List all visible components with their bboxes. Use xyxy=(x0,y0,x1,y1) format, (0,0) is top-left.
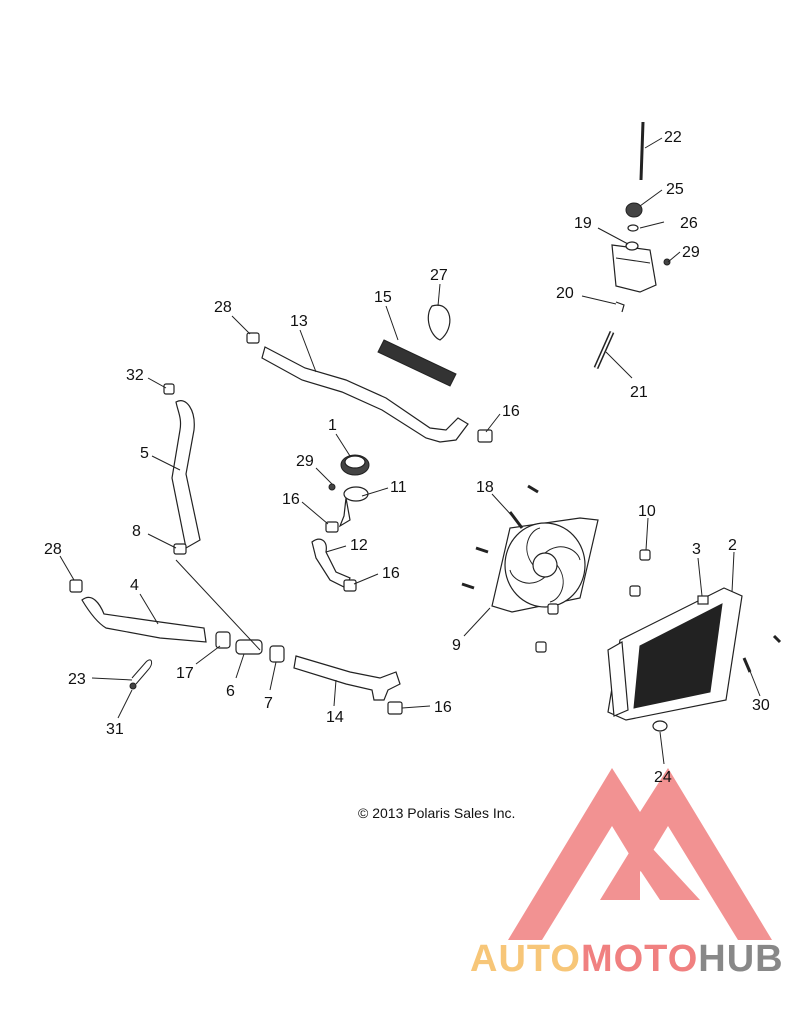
radiator-bolt xyxy=(772,634,782,644)
callout-26: 26 xyxy=(680,215,698,232)
callout-21: 21 xyxy=(630,384,648,401)
part-19-reservoir xyxy=(611,241,657,293)
part-9-fan xyxy=(491,517,599,613)
grommet-b xyxy=(547,603,559,615)
part-10-grommet xyxy=(639,549,651,561)
part-28-clamp xyxy=(246,332,260,344)
watermark-hub: HUB xyxy=(698,938,784,980)
callout-30: 30 xyxy=(752,697,770,714)
part-13-hose xyxy=(261,346,469,443)
callout-1: 1 xyxy=(328,417,337,434)
copyright-notice: © 2013 Polaris Sales Inc. xyxy=(358,805,516,821)
callout-29-mid: 29 xyxy=(296,453,314,470)
callout-15: 15 xyxy=(374,289,392,306)
grommet-c xyxy=(535,641,547,653)
callout-32: 32 xyxy=(126,367,144,384)
part-29-screw-mid xyxy=(328,483,336,491)
callout-27: 27 xyxy=(430,267,448,284)
callout-28-top: 28 xyxy=(214,299,232,316)
callout-5: 5 xyxy=(140,445,149,462)
part-16-clamp-bottom xyxy=(387,701,403,715)
part-1-pressure-cap xyxy=(340,454,370,476)
callout-31: 31 xyxy=(106,721,124,738)
part-8-clamp xyxy=(173,543,187,555)
callout-12: 12 xyxy=(350,537,368,554)
part-7-coupling xyxy=(269,645,285,663)
callout-11: 11 xyxy=(390,479,407,496)
callout-23: 23 xyxy=(68,671,86,688)
callout-17: 17 xyxy=(176,665,194,682)
callout-16-c: 16 xyxy=(382,565,400,582)
fan-bolt-lower-left xyxy=(461,582,475,590)
callout-18: 18 xyxy=(476,479,494,496)
callout-4: 4 xyxy=(130,577,139,594)
part-20-clip xyxy=(615,301,625,313)
callout-28-left: 28 xyxy=(44,541,62,558)
part-4-hose xyxy=(81,596,207,643)
callout-16-d: 16 xyxy=(434,699,452,716)
part-15-sleeve xyxy=(377,339,457,387)
part-23-clip xyxy=(131,659,153,685)
watermark-auto: AUTO xyxy=(470,938,581,980)
callout-16-b: 16 xyxy=(282,491,300,508)
callout-labels: 22 25 26 19 29 20 21 27 15 28 13 16 32 5… xyxy=(44,129,770,786)
part-17-coupling xyxy=(215,631,231,649)
part-5-hose xyxy=(171,400,201,549)
part-14-hose xyxy=(293,655,401,701)
part-24-grommet xyxy=(652,720,668,732)
callout-25: 25 xyxy=(666,181,684,198)
callout-8: 8 xyxy=(132,523,141,540)
callout-2: 2 xyxy=(728,537,737,554)
callout-9: 9 xyxy=(452,637,461,654)
watermark-text: AUTOMOTOHUB xyxy=(470,938,784,981)
callout-24: 24 xyxy=(654,769,672,786)
part-16-clamp-lower xyxy=(343,579,357,592)
callout-16-a: 16 xyxy=(502,403,520,420)
part-6-coupler xyxy=(235,639,263,655)
callout-3: 3 xyxy=(692,541,701,558)
part-16-clamp-mid xyxy=(325,521,339,533)
part-16-clamp xyxy=(477,429,493,443)
leader-lines xyxy=(59,137,761,765)
part-11-filler-neck xyxy=(338,486,369,528)
callout-14: 14 xyxy=(326,709,344,726)
watermark-logo xyxy=(508,768,772,940)
part-12-hose xyxy=(311,538,351,589)
callout-20: 20 xyxy=(556,285,574,302)
fan-bolt-top xyxy=(527,484,539,494)
part-26-washer xyxy=(627,224,639,232)
part-25-cap xyxy=(625,202,643,218)
callout-13: 13 xyxy=(290,313,308,330)
part-27-strap xyxy=(427,304,451,341)
part-28-clamp-left xyxy=(69,579,83,593)
part-29-screw xyxy=(663,258,671,266)
callout-7: 7 xyxy=(264,695,273,712)
part-22-dipstick xyxy=(639,121,645,181)
grommet-a xyxy=(629,585,641,597)
part-31-screw xyxy=(129,682,137,690)
fan-bolt-left xyxy=(475,546,489,554)
part-32-clamp xyxy=(163,383,175,395)
callout-10: 10 xyxy=(638,503,656,520)
part-2-radiator xyxy=(607,587,743,721)
part-18-bolt xyxy=(508,511,524,529)
callout-29-top: 29 xyxy=(682,244,700,261)
callout-19: 19 xyxy=(574,215,592,232)
callout-22: 22 xyxy=(664,129,682,146)
part-3-bracket xyxy=(697,595,709,605)
watermark-moto: MOTO xyxy=(580,938,699,980)
callout-6: 6 xyxy=(226,683,235,700)
